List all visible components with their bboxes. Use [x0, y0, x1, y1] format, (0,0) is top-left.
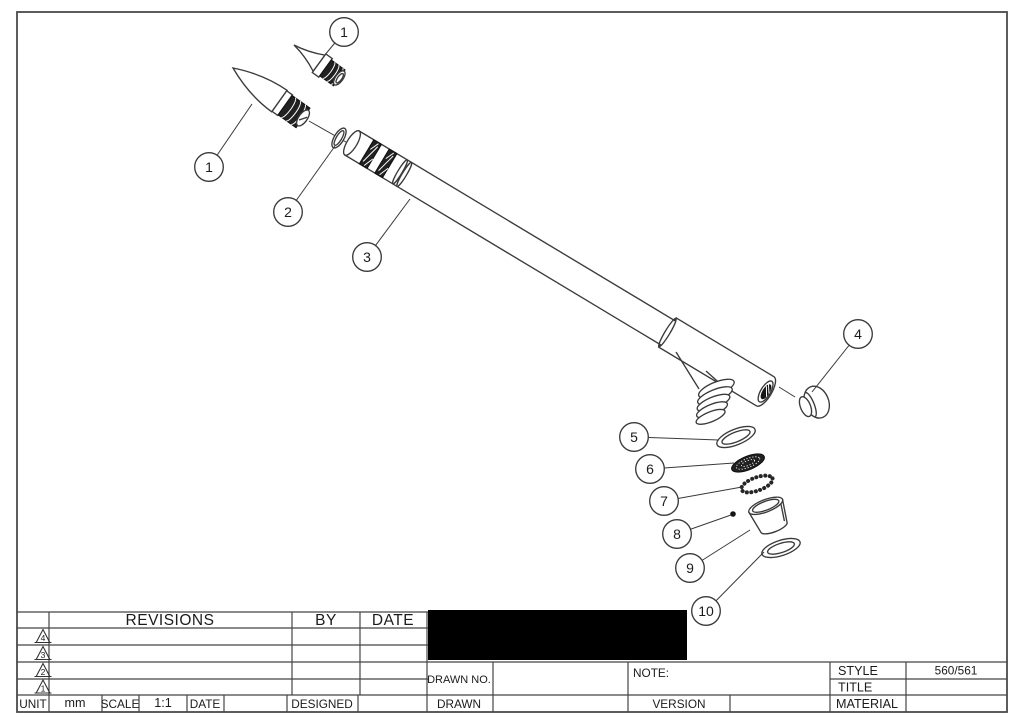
note-label: NOTE:	[633, 666, 669, 680]
part-3-barrel-tube	[342, 130, 777, 407]
balloon-1b: 1	[194, 152, 224, 182]
drawn-no-label: DRAWN NO.	[427, 674, 491, 686]
part-4-end-cap	[798, 385, 831, 419]
part-5-o-ring	[716, 425, 756, 449]
scale-value: 1:1	[154, 696, 172, 710]
svg-text:7: 7	[660, 493, 668, 509]
balloon-4: 4	[843, 319, 873, 349]
revision-marker-3-icon: 3	[34, 645, 52, 661]
balloon-3: 3	[352, 242, 382, 272]
part-2-o-ring	[331, 127, 347, 149]
svg-text:3: 3	[363, 249, 371, 265]
balloon-6: 6	[635, 454, 665, 484]
part-10-washer	[761, 537, 801, 559]
title-block-lines	[17, 611, 1007, 712]
designed-label: DESIGNED	[291, 697, 353, 711]
title-block-text: REVISIONS BY DATE UNIT mm SCALE 1:1 DATE…	[19, 612, 977, 711]
svg-text:1: 1	[41, 684, 46, 694]
svg-text:2: 2	[284, 204, 292, 220]
balloon-5: 5	[619, 422, 649, 452]
exploded-assembly-view	[231, 44, 831, 559]
balloon-7: 7	[649, 486, 679, 516]
unit-value: mm	[65, 696, 86, 710]
svg-text:5: 5	[630, 429, 638, 445]
version-label: VERSION	[652, 697, 705, 711]
balloon-callouts: 1 1 2 3 4 5 6 7	[194, 17, 873, 626]
svg-text:10: 10	[698, 603, 714, 619]
revision-markers: 4 3 2 1	[34, 628, 52, 694]
by-header-label: BY	[315, 612, 337, 629]
part-6-mesh-screen	[731, 453, 765, 473]
part-3-threaded-nipple	[675, 351, 735, 425]
redaction-box	[428, 610, 687, 660]
part-1-tip-cone-large	[231, 67, 311, 129]
explosion-axis-line	[778, 386, 796, 398]
revision-marker-1-icon: 1	[34, 678, 52, 694]
date-header-label: DATE	[372, 612, 414, 629]
part-1-tip-cone-small	[293, 44, 346, 87]
svg-text:9: 9	[686, 560, 694, 576]
balloon-2: 2	[273, 197, 303, 227]
style-value: 560/561	[935, 664, 978, 678]
sheet-border-frame	[16, 11, 1008, 713]
svg-text:3: 3	[41, 650, 46, 660]
balloon-9: 9	[675, 553, 705, 583]
part-9-cup	[747, 496, 788, 535]
svg-text:4: 4	[41, 633, 46, 643]
material-label: MATERIAL	[836, 697, 898, 711]
svg-text:8: 8	[673, 526, 681, 542]
style-label: STYLE	[838, 664, 878, 678]
revision-marker-2-icon: 2	[34, 662, 52, 678]
balloon-8: 8	[662, 519, 692, 549]
part-8-ball	[730, 511, 736, 517]
scale-label: SCALE	[101, 697, 140, 711]
unit-label: UNIT	[19, 697, 47, 711]
explosion-axis-line	[308, 120, 354, 147]
svg-text:1: 1	[205, 159, 213, 175]
title-label: TITLE	[838, 681, 872, 695]
part-7-beaded-ring	[739, 473, 775, 495]
drawn-label: DRAWN	[437, 697, 481, 711]
svg-text:1: 1	[340, 24, 348, 40]
balloon-1a: 1	[329, 17, 359, 47]
revisions-header-label: REVISIONS	[126, 612, 215, 629]
date-label: DATE	[190, 697, 221, 711]
balloon-10: 10	[691, 596, 721, 626]
svg-text:6: 6	[646, 461, 654, 477]
revision-marker-4-icon: 4	[34, 628, 52, 644]
svg-text:2: 2	[41, 667, 46, 677]
svg-text:4: 4	[854, 326, 862, 342]
